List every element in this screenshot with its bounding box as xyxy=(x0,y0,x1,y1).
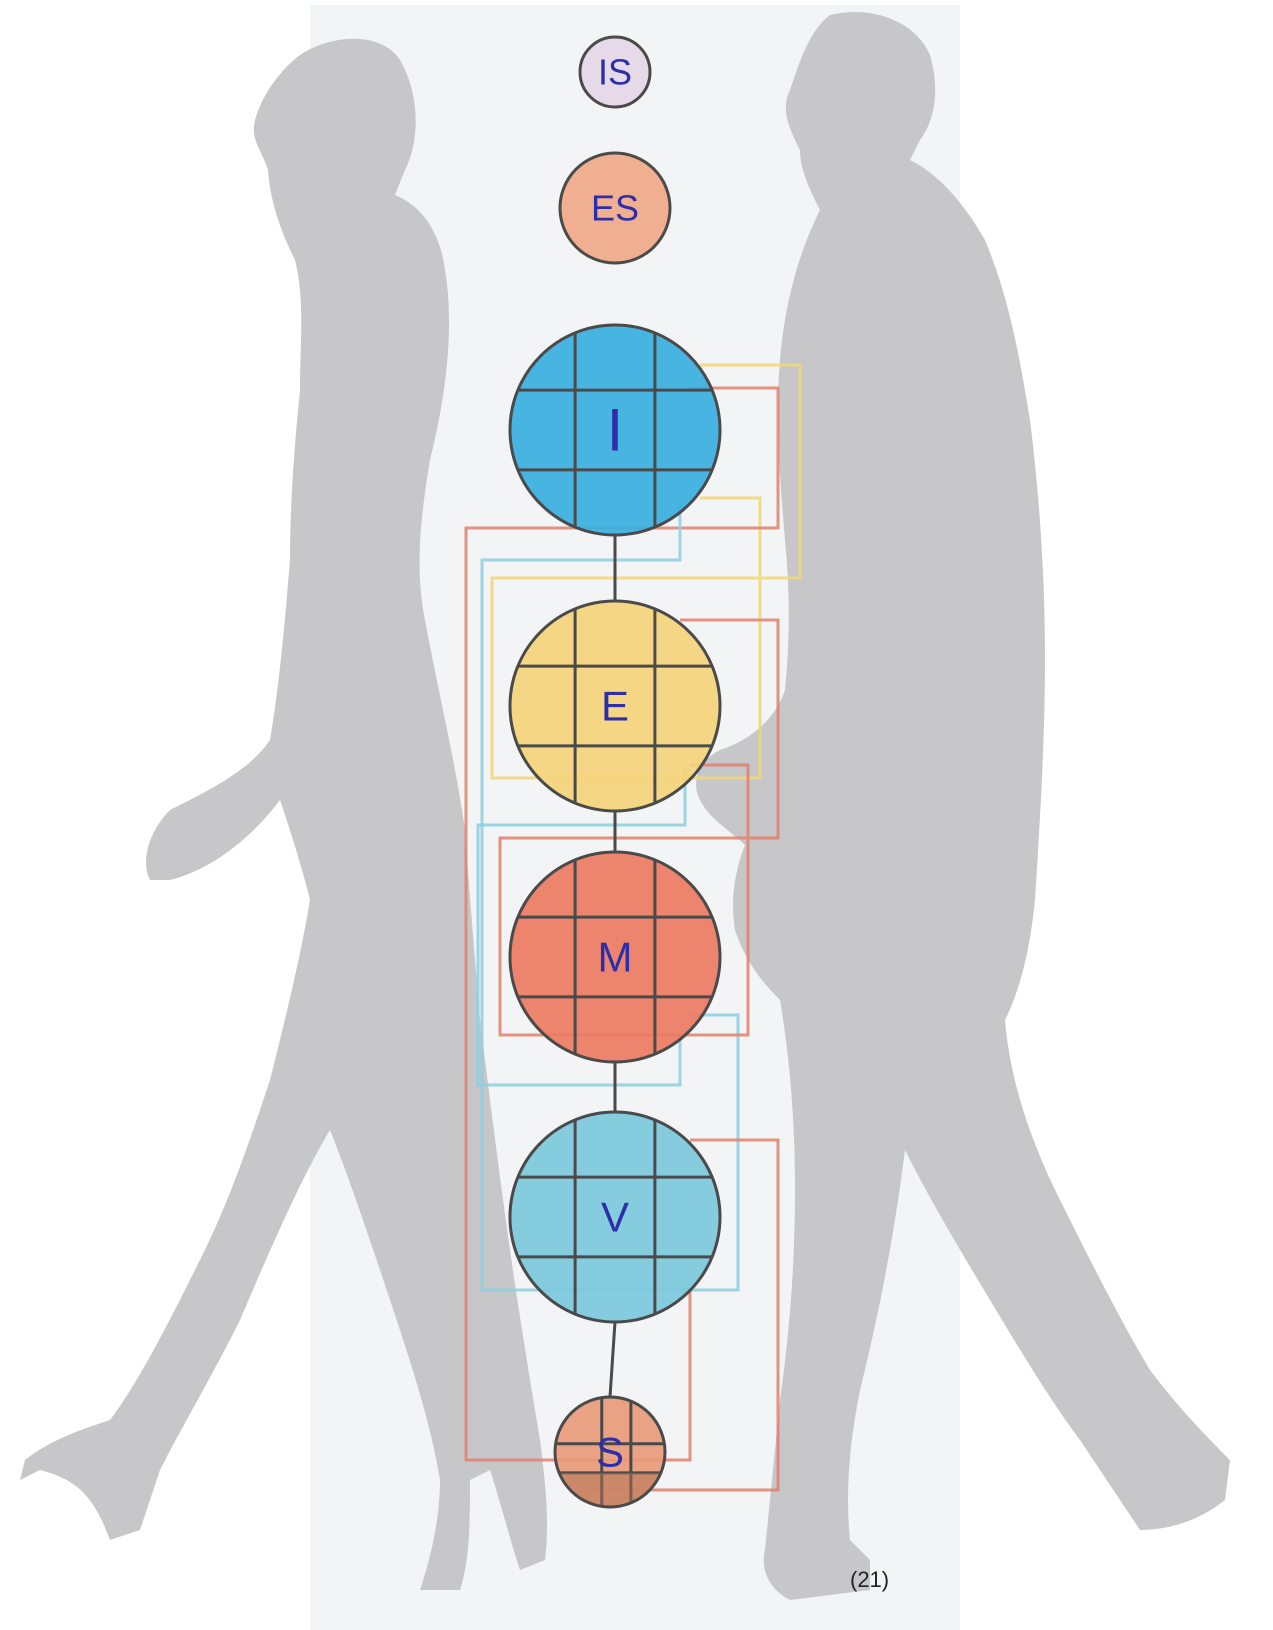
node-is: IS xyxy=(578,35,652,109)
node-grid-v xyxy=(510,1112,720,1322)
node-es: ES xyxy=(558,151,672,265)
node-label-m: M xyxy=(598,934,633,981)
node-label-i: I xyxy=(607,397,624,464)
node-s: S xyxy=(553,1395,667,1509)
connector-line-red-1 xyxy=(464,386,780,1462)
node-i: I xyxy=(508,323,722,537)
chain-lines xyxy=(608,535,617,1398)
node-outline-s xyxy=(553,1395,667,1509)
node-circle-e xyxy=(510,601,720,811)
node-circle-v xyxy=(510,1112,720,1322)
chain-link-v-s xyxy=(608,1321,617,1398)
connector-line-red-5 xyxy=(590,1138,780,1492)
node-circle-es xyxy=(560,153,670,263)
node-outline-is xyxy=(578,35,652,109)
node-outline-m xyxy=(508,850,722,1064)
node-label-e: E xyxy=(601,683,629,730)
node-circle-is xyxy=(580,37,650,107)
node-grid-m xyxy=(510,852,720,1062)
node-circle-m xyxy=(510,852,720,1062)
node-grid-i xyxy=(510,325,720,535)
connector-line-red-3 xyxy=(498,618,780,1037)
node-e: E xyxy=(508,599,722,813)
node-outline-es xyxy=(558,151,672,265)
node-label-is: IS xyxy=(598,52,632,93)
node-grid-e xyxy=(510,601,720,811)
node-outline-v xyxy=(508,1110,722,1324)
woman-silhouette xyxy=(20,38,548,1590)
nodes: IS ES I E M V S xyxy=(508,35,722,1509)
connector-line-blue-2 xyxy=(480,505,740,1292)
node-m: M xyxy=(508,850,722,1064)
node-outline-i xyxy=(508,323,722,537)
connector-line-yellow-0 xyxy=(490,363,802,780)
node-outline-e xyxy=(508,599,722,813)
node-label-v: V xyxy=(601,1194,629,1241)
node-circle-i xyxy=(510,325,720,535)
page-number: (21) xyxy=(850,1567,889,1592)
man-silhouette xyxy=(696,11,1230,1601)
node-label-es: ES xyxy=(591,188,639,229)
node-label-s: S xyxy=(596,1429,624,1476)
node-v: V xyxy=(508,1110,722,1324)
